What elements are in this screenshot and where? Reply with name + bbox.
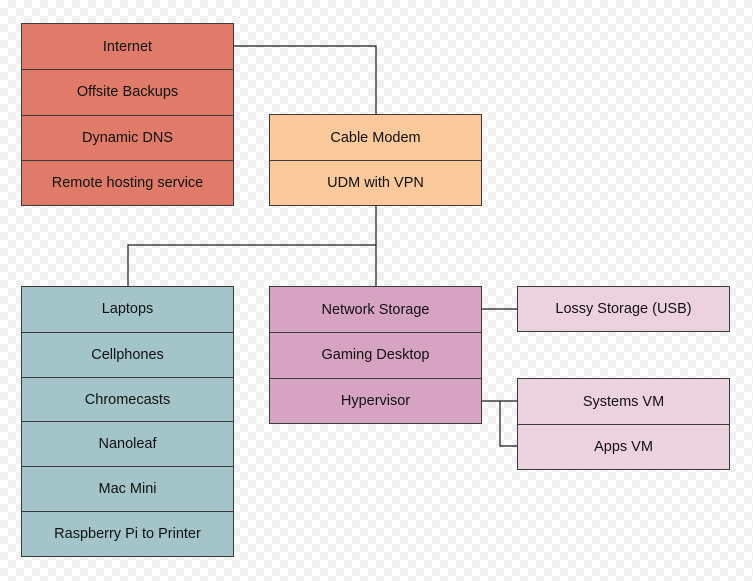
virtual-machines-group: Systems VM Apps VM xyxy=(517,378,730,470)
internet-services-group: Internet Offsite Backups Dynamic DNS Rem… xyxy=(21,23,234,206)
storage-group: Lossy Storage (USB) xyxy=(517,286,730,332)
node-network-storage[interactable]: Network Storage xyxy=(270,287,481,333)
node-hypervisor[interactable]: Hypervisor xyxy=(270,377,481,423)
connector-hypervisor-to-apps-vm xyxy=(499,401,517,447)
node-udm-with-vpn[interactable]: UDM with VPN xyxy=(270,160,481,205)
node-cable-modem[interactable]: Cable Modem xyxy=(270,115,481,160)
node-mac-mini[interactable]: Mac Mini xyxy=(22,466,233,512)
node-internet[interactable]: Internet xyxy=(22,24,233,70)
client-devices-group: Laptops Cellphones Chromecasts Nanoleaf … xyxy=(21,286,234,557)
node-chromecasts[interactable]: Chromecasts xyxy=(22,376,233,422)
servers-group: Network Storage Gaming Desktop Hyperviso… xyxy=(269,286,482,424)
node-offsite-backups[interactable]: Offsite Backups xyxy=(22,69,233,115)
node-gaming-desktop[interactable]: Gaming Desktop xyxy=(270,332,481,378)
node-systems-vm[interactable]: Systems VM xyxy=(518,379,729,424)
node-nanoleaf[interactable]: Nanoleaf xyxy=(22,421,233,467)
node-remote-hosting-service[interactable]: Remote hosting service xyxy=(22,159,233,205)
node-cellphones[interactable]: Cellphones xyxy=(22,331,233,377)
connector-udm-to-clients xyxy=(127,206,377,286)
node-raspberry-pi-to-printer[interactable]: Raspberry Pi to Printer xyxy=(22,511,233,556)
node-dynamic-dns[interactable]: Dynamic DNS xyxy=(22,114,233,160)
node-laptops[interactable]: Laptops xyxy=(22,287,233,332)
gateway-group: Cable Modem UDM with VPN xyxy=(269,114,482,206)
node-lossy-storage-usb[interactable]: Lossy Storage (USB) xyxy=(518,287,729,331)
node-apps-vm[interactable]: Apps VM xyxy=(518,424,729,469)
connector-internet-to-cable-modem xyxy=(234,45,377,114)
